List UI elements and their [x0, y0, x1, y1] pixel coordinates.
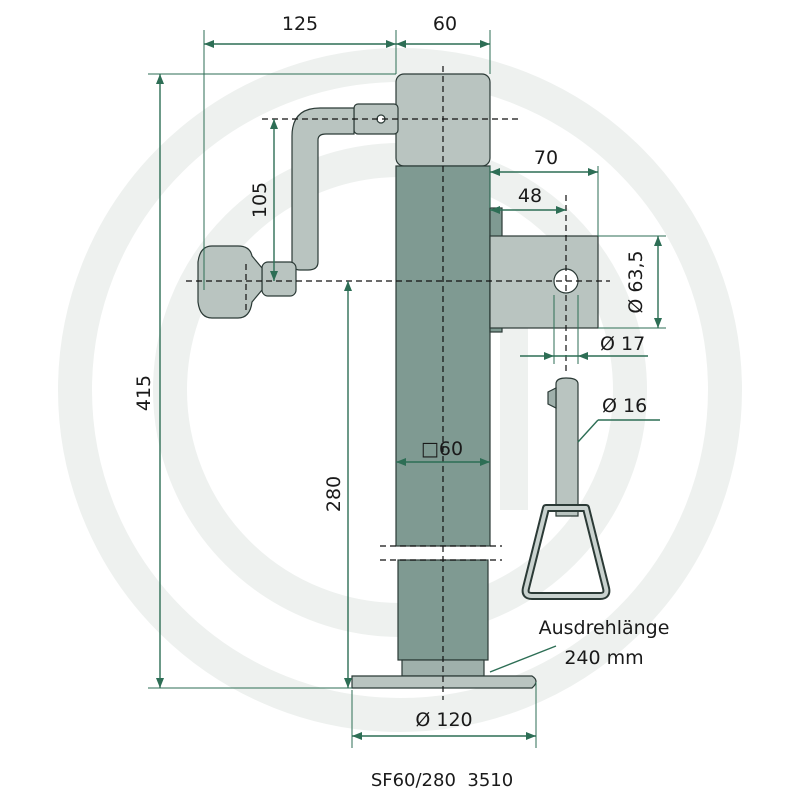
dim-hole-diameter: Ø 17 — [600, 333, 645, 355]
dimension-lines — [148, 30, 666, 748]
crank-grip-neck — [261, 261, 297, 297]
dim-foot-diameter: Ø 120 — [415, 709, 472, 731]
extension-length-label: Ausdrehlänge — [539, 617, 670, 639]
foot-plate — [351, 675, 537, 689]
dim-foot-height: 280 — [323, 476, 345, 512]
dim-crank-height: 105 — [249, 182, 271, 218]
crank-handle — [197, 103, 399, 319]
part-number-caption: SF60/280 3510 — [371, 770, 513, 791]
arrowheads — [156, 40, 662, 740]
dim-tube-square: □60 — [421, 438, 463, 460]
dim-tube-width-top: 60 — [433, 13, 457, 35]
locking-pin — [521, 377, 611, 600]
bracket-clamp — [489, 235, 599, 329]
extension-length-value: 240 mm — [564, 647, 643, 669]
pin-shaft — [555, 377, 579, 517]
dim-overall-height: 415 — [133, 375, 155, 411]
center-lines — [186, 66, 610, 700]
crank-grip-knob — [197, 245, 263, 319]
crank-arm — [291, 107, 355, 271]
dim-clamp-width: 70 — [534, 147, 558, 169]
dim-pin-offset: 48 — [518, 185, 542, 207]
jack-tube — [395, 73, 491, 677]
dim-pin-diameter: Ø 16 — [602, 395, 647, 417]
dim-clamp-diameter: Ø 63,5 — [625, 250, 647, 313]
side-bracket — [489, 207, 599, 333]
dim-crank-offset: 125 — [282, 13, 318, 35]
